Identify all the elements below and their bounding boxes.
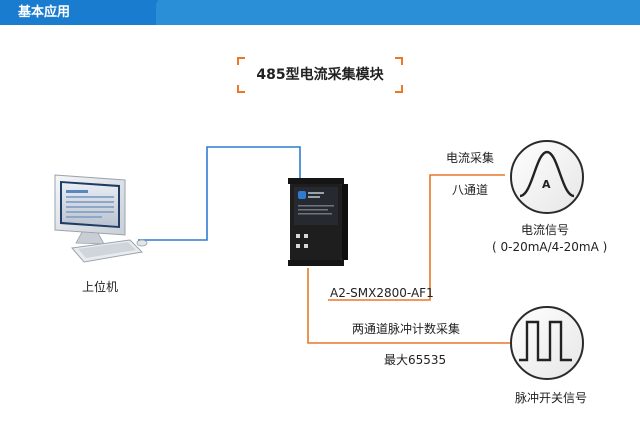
current-signal-line: [328, 174, 505, 301]
diagram-title: 485型电流采集模块: [256, 67, 384, 83]
pulse-branch-line1: 两通道脉冲计数采集: [352, 322, 461, 336]
diagram-title-frame: 485型电流采集模块: [237, 57, 403, 93]
pulse-branch-line2: 最大65535: [384, 353, 447, 367]
pulse-signal-label: 脉冲开关信号: [515, 391, 588, 405]
module-model-label: A2-SMX2800-AF1: [330, 286, 434, 300]
header-tab[interactable]: 基本应用: [0, 0, 156, 25]
current-signal-range: ( 0-20mA/4-20mA ): [492, 240, 608, 254]
rs485-link-line: [138, 146, 301, 241]
current-signal-icon: [510, 140, 584, 214]
module-device: [288, 178, 348, 266]
pulse-signal-icon: [510, 306, 584, 380]
pulse-signal-line: [307, 268, 510, 344]
current-signal-label: 电流信号: [521, 223, 570, 237]
header-tab-edge: [146, 0, 158, 25]
current-branch-line2: 八通道: [452, 183, 489, 197]
current-branch-line1: 电流采集: [446, 151, 495, 165]
computer-icon: [54, 174, 148, 263]
current-symbol: A: [542, 178, 551, 191]
computer-label: 上位机: [82, 280, 119, 294]
